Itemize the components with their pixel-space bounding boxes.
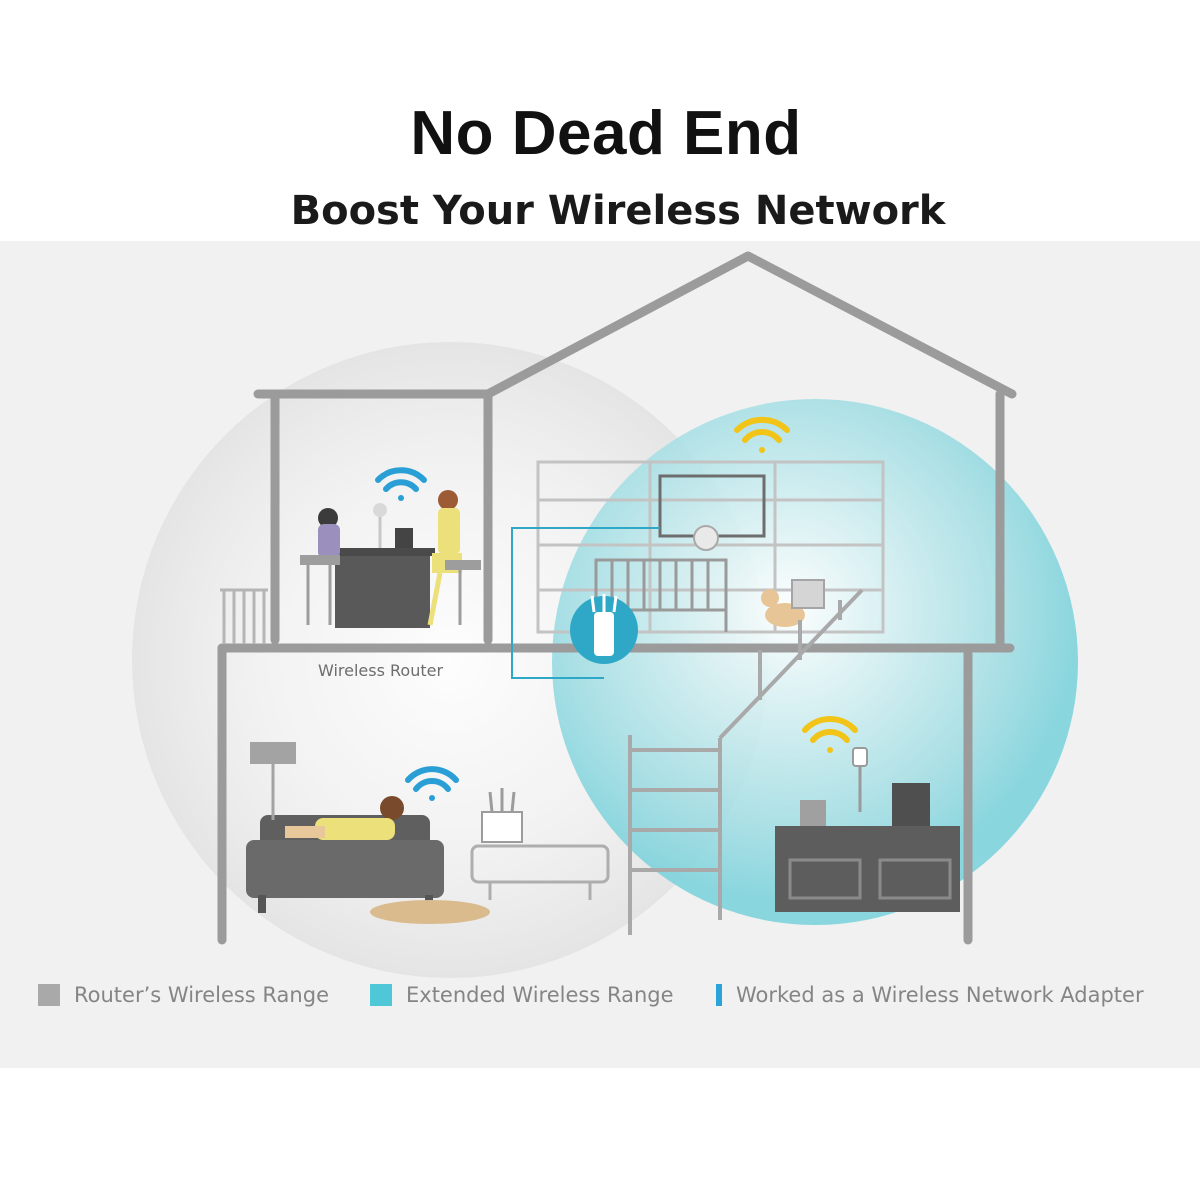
legend-label-network-adapter: Worked as a Wireless Network Adapter [736,983,1144,1007]
wifi-icon [734,416,790,453]
wireless-router-label: Wireless Router [318,661,444,680]
stairs-icon [628,588,864,935]
house-icon [217,251,1017,945]
legend-router-range: Router’s Wireless Range [38,978,329,1012]
legend-label-router-range: Router’s Wireless Range [74,983,329,1007]
wifi-icon [405,766,459,801]
extender-icon [570,594,638,664]
legend-extended-range: Extended Wireless Range [370,978,674,1012]
outlet-extender [852,747,868,767]
shelf-unit [536,460,885,634]
legend-swatch-extended-range [370,984,392,1006]
sofa-icon [246,796,444,913]
legend-swatch-router-range [38,984,60,1006]
study-scene [300,490,481,628]
stove-icon [775,800,960,912]
balcony-railing [220,588,268,644]
dog-icon [370,900,490,924]
wifi-icon [802,716,858,753]
floor-lamp [250,742,296,820]
wifi-icon [375,467,427,501]
crib-icon [594,558,728,632]
storage-box [791,579,825,609]
page-title: No Dead End [410,99,802,168]
legend-network-adapter: Worked as a Wireless Network Adapter [716,978,1144,1012]
side-table [470,844,610,900]
baby [693,525,719,551]
coffee-maker-icon [892,783,930,826]
legend-swatch-network-adapter [716,984,722,1006]
adapter-link-line [511,527,660,679]
legend-label-extended-range: Extended Wireless Range [406,983,674,1007]
page-subtitle: Boost Your Wireless Network [290,188,946,234]
extended-range-circle [552,399,1078,925]
router-icon [481,788,523,843]
